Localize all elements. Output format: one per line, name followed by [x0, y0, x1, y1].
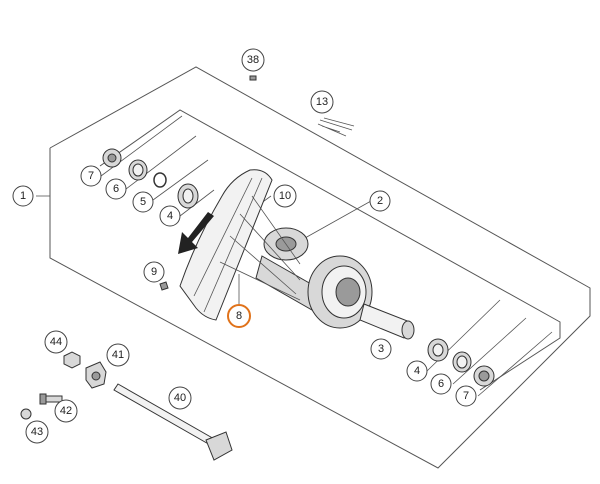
svg-text:44: 44 [50, 336, 62, 348]
svg-text:6: 6 [113, 183, 119, 195]
part-10-rim [179, 169, 273, 321]
callout-13: 13 [310, 90, 334, 114]
callout-3: 3 [370, 338, 392, 360]
svg-text:13: 13 [316, 96, 328, 108]
svg-text:10: 10 [279, 190, 291, 202]
part-43-washer [20, 408, 32, 420]
callout-40: 40 [168, 386, 192, 410]
callout-6-right: 6 [430, 373, 452, 395]
callout-7-left: 7 [80, 165, 102, 187]
part-7-right-seal [473, 365, 495, 387]
part-5-circlip [153, 172, 167, 188]
part-7-left-seal [102, 148, 122, 168]
callout-7-right: 7 [455, 385, 477, 407]
svg-text:6: 6 [438, 378, 444, 390]
svg-text:41: 41 [112, 349, 124, 361]
part-4-right-bearing [427, 338, 449, 362]
svg-text:7: 7 [463, 390, 469, 402]
svg-text:2: 2 [377, 195, 383, 207]
part-2-hub [219, 195, 373, 329]
part-9-nipple [159, 281, 169, 291]
svg-text:38: 38 [247, 54, 259, 66]
callout-42: 42 [54, 399, 78, 423]
svg-text:8: 8 [236, 310, 242, 322]
callout-4-right: 4 [406, 360, 428, 382]
callout-38: 38 [241, 48, 265, 72]
callout-6-left: 6 [105, 178, 127, 200]
part-41-clamp [85, 361, 107, 389]
callout-41: 41 [106, 343, 130, 367]
callout-8: 8 [227, 304, 251, 328]
callout-9: 9 [143, 261, 165, 283]
callout-2: 2 [369, 190, 391, 212]
part-13-spoke-set [317, 117, 355, 137]
svg-text:3: 3 [378, 343, 384, 355]
assembly-frame [49, 66, 591, 469]
svg-text:5: 5 [140, 196, 146, 208]
callout-4-left: 4 [159, 205, 181, 227]
part-40-axle [113, 383, 233, 461]
part-44-nut [63, 351, 81, 369]
inner-group-frame [99, 109, 561, 391]
callout-5: 5 [132, 191, 154, 213]
svg-text:42: 42 [60, 405, 72, 417]
svg-text:9: 9 [151, 266, 157, 278]
svg-text:43: 43 [31, 426, 43, 438]
rotation-arrow [178, 212, 214, 254]
part-6-right-bearing [452, 351, 472, 373]
callout-43: 43 [25, 420, 49, 444]
part-38-plug [249, 75, 257, 81]
svg-text:7: 7 [88, 170, 94, 182]
part-6-left-bearing [128, 159, 148, 181]
part-3-spacer [359, 303, 415, 340]
svg-text:1: 1 [20, 190, 26, 202]
callout-44: 44 [44, 330, 68, 354]
callout-10: 10 [273, 184, 297, 208]
svg-text:4: 4 [414, 365, 420, 377]
svg-text:4: 4 [167, 210, 173, 222]
svg-text:40: 40 [174, 392, 186, 404]
part-4-left-bearing [177, 183, 199, 209]
callout-1: 1 [12, 185, 34, 207]
